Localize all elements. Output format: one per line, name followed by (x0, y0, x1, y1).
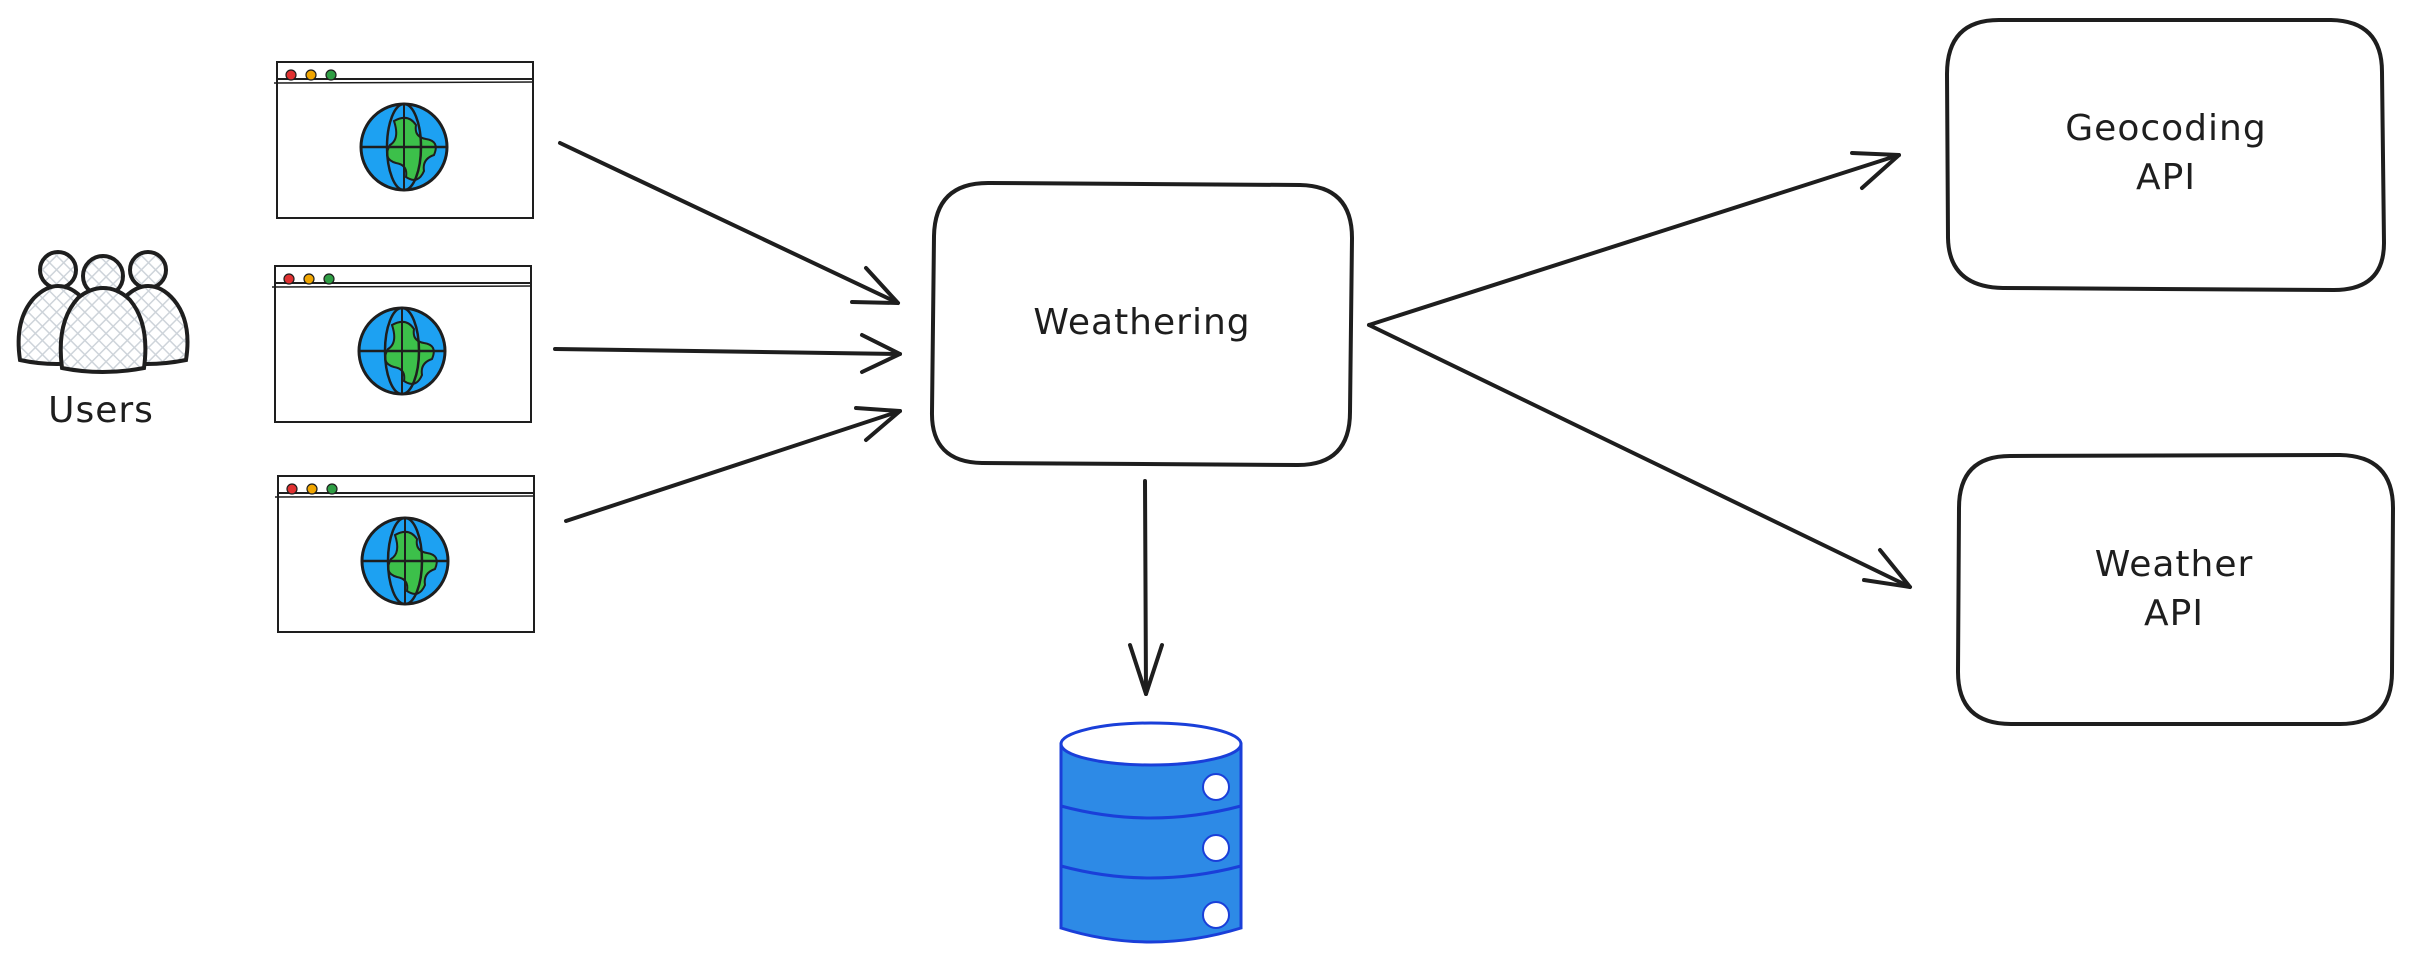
browser-window-icon (272, 60, 536, 220)
weather-api-service (1956, 453, 2395, 726)
weather-api-label-line1: Weather (2095, 544, 2254, 585)
geocoding-api-label-line2: API (2136, 157, 2196, 198)
database-icon (1059, 721, 1243, 944)
geocoding-api-service (1945, 18, 2386, 292)
users-label: Users (48, 390, 154, 431)
arrow-browser3-to-weathering (564, 406, 902, 523)
weathering-service (929, 180, 1354, 467)
arrow-weathering-to-geocoding (1367, 151, 1901, 327)
arrow-weathering-to-weather-api (1367, 323, 1912, 589)
weather-api-label-line2: API (2144, 593, 2204, 634)
weathering-label: Weathering (1033, 302, 1250, 343)
browser-window-icon (270, 264, 534, 424)
arrow-weathering-to-database (1128, 479, 1164, 696)
geocoding-api-label-line1: Geocoding (2065, 108, 2266, 149)
arrow-browser1-to-weathering (558, 141, 900, 305)
users-group-icon (16, 250, 190, 374)
browser-window-icon (273, 474, 537, 634)
arrow-browser2-to-weathering (553, 333, 902, 374)
